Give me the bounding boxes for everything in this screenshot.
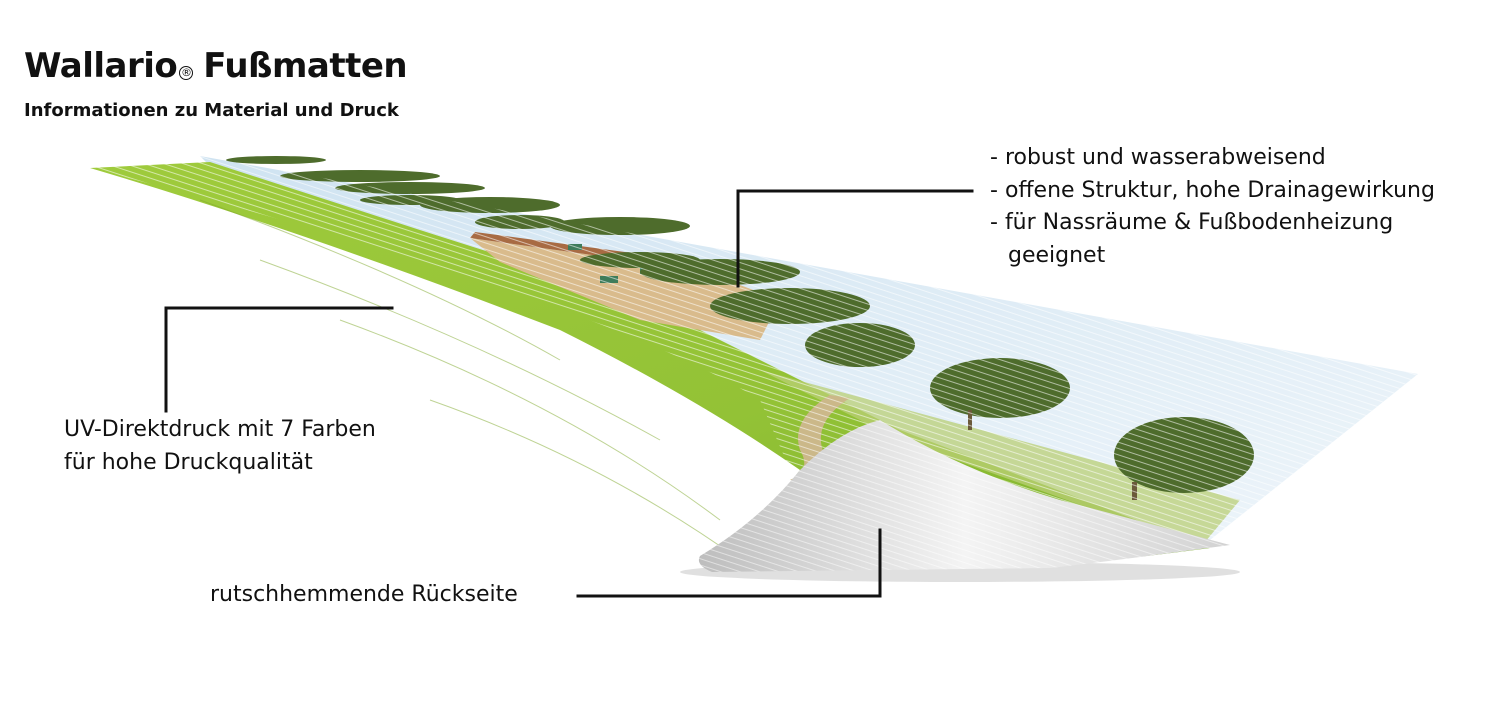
product-name: Fußmatten	[203, 46, 408, 86]
backside-info: rutschhemmende Rückseite	[210, 582, 518, 607]
surface-feature-list: robust und wasserabweisend offene Strukt…	[990, 142, 1490, 272]
callout-print	[164, 306, 394, 413]
print-info-line: für hohe Druckqualität	[64, 450, 313, 475]
grass-texture	[199, 199, 741, 561]
feature-item: für Nassräume & Fußbodenheizung geeignet	[990, 207, 1490, 272]
feature-item: robust und wasserabweisend	[990, 142, 1490, 175]
backing-texture	[698, 420, 1230, 572]
registered-mark: ®	[179, 66, 194, 80]
feature-item: offene Struktur, hohe Drainagewirkung	[990, 175, 1490, 208]
callout-lines	[164, 189, 974, 598]
brand-name: Wallario	[24, 46, 178, 86]
brand-title: Wallario® Fußmatten	[24, 46, 408, 86]
callout-surface	[736, 189, 974, 288]
page-subtitle: Informationen zu Material und Druck	[24, 100, 399, 121]
print-info-line: UV-Direktdruck mit 7 Farben	[64, 417, 376, 442]
callout-backside	[576, 528, 882, 598]
print-info: UV-Direktdruck mit 7 Farben für hohe Dru…	[64, 413, 376, 479]
